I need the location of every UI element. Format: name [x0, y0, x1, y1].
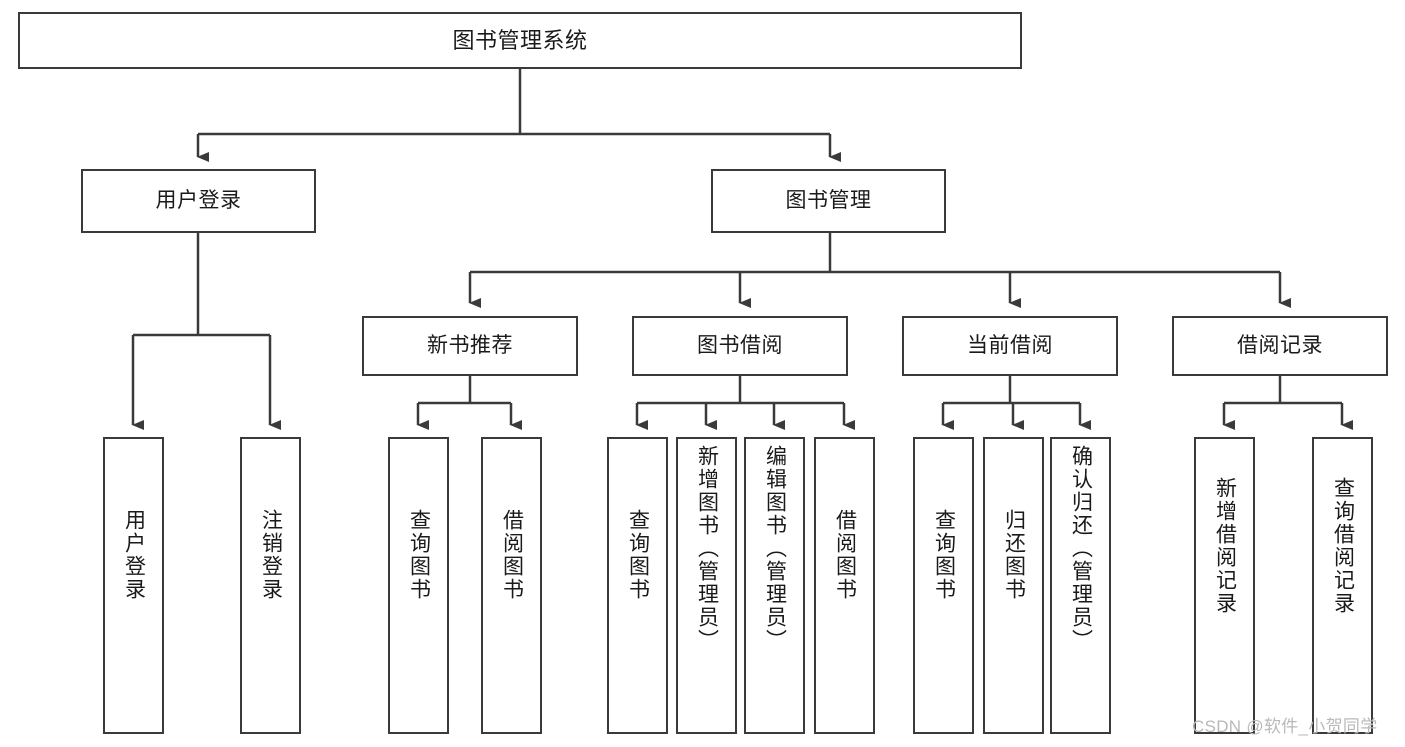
node-label: 编辑图书（管理员）: [763, 445, 787, 652]
node-label: 查询图书: [626, 509, 650, 601]
node-label: 新书推荐: [427, 333, 513, 357]
node-root-book-management-system[interactable]: 图书管理系统: [18, 12, 1022, 69]
node-current-borrow[interactable]: 当前借阅: [902, 316, 1118, 376]
node-label: 借阅图书: [500, 509, 524, 601]
leaf-borrow-record-add-record[interactable]: 新增借阅记录: [1194, 437, 1255, 734]
node-label: 图书管理系统: [452, 27, 588, 53]
node-label: 用户登录: [122, 509, 146, 601]
leaf-book-borrow-query-book[interactable]: 查询图书: [607, 437, 668, 734]
node-label: 注销登录: [259, 509, 283, 601]
leaf-current-borrow-query-book[interactable]: 查询图书: [913, 437, 974, 734]
leaf-book-borrow-borrow-book[interactable]: 借阅图书: [814, 437, 875, 734]
node-book-management[interactable]: 图书管理: [711, 169, 946, 233]
node-label: 归还图书: [1002, 509, 1026, 601]
node-book-borrow[interactable]: 图书借阅: [632, 316, 848, 376]
node-label: 图书借阅: [697, 333, 783, 357]
leaf-new-book-query-book[interactable]: 查询图书: [388, 437, 449, 734]
node-label: 查询图书: [932, 509, 956, 601]
node-label: 新增借阅记录: [1213, 477, 1237, 615]
node-label: 查询借阅记录: [1331, 477, 1355, 615]
node-label: 确认归还（管理员）: [1069, 445, 1093, 652]
node-label: 图书管理: [785, 188, 872, 212]
leaf-current-borrow-return-book[interactable]: 归还图书: [983, 437, 1044, 734]
node-new-book-recommend[interactable]: 新书推荐: [362, 316, 578, 376]
node-borrow-record[interactable]: 借阅记录: [1172, 316, 1388, 376]
node-label: 当前借阅: [967, 333, 1053, 357]
leaf-book-borrow-edit-book-admin[interactable]: 编辑图书（管理员）: [744, 437, 805, 734]
leaf-user-login-login[interactable]: 用户登录: [103, 437, 164, 734]
leaf-new-book-borrow-book[interactable]: 借阅图书: [481, 437, 542, 734]
csdn-watermark: CSDN @软件_小贺同学: [1192, 717, 1378, 736]
leaf-book-borrow-add-book-admin[interactable]: 新增图书（管理员）: [676, 437, 737, 734]
node-label: 查询图书: [407, 509, 431, 601]
leaf-user-login-logout[interactable]: 注销登录: [240, 437, 301, 734]
node-user-login[interactable]: 用户登录: [81, 169, 316, 233]
leaf-borrow-record-query-record[interactable]: 查询借阅记录: [1312, 437, 1373, 734]
node-label: 借阅图书: [833, 509, 857, 601]
node-label: 新增图书（管理员）: [695, 445, 719, 652]
node-label: 用户登录: [155, 188, 242, 212]
node-label: 借阅记录: [1237, 333, 1323, 357]
leaf-current-borrow-confirm-return-admin[interactable]: 确认归还（管理员）: [1050, 437, 1111, 734]
